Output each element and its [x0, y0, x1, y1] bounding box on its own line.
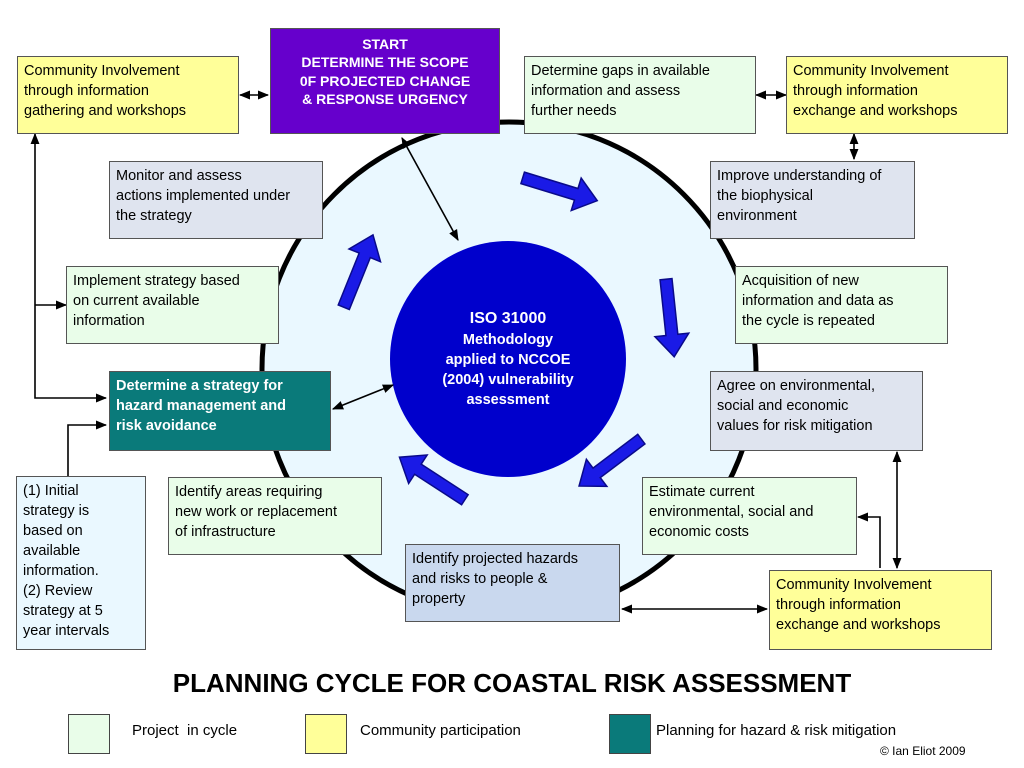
box-line: Acquisition of new [742, 273, 859, 289]
box-line: exchange and workshops [776, 617, 941, 633]
determine-strategy-box: Determine a strategy for hazard manageme… [109, 371, 331, 451]
connector-left-loop [30, 132, 108, 403]
legend-swatch-project [68, 714, 110, 754]
center-circle: ISO 31000 Methodology applied to NCCOE (… [390, 241, 626, 477]
box-line: Identify projected hazards [412, 551, 579, 567]
box-line: Agree on environmental, [717, 378, 875, 394]
initial-strategy-box: (1) Initial strategy is based on availab… [16, 476, 146, 650]
box-line: the biophysical [717, 188, 813, 204]
box-line: (2) Review [23, 583, 93, 599]
legend-swatch-community [305, 714, 347, 754]
start-box-line: & RESPONSE URGENCY [302, 91, 468, 108]
box-line: new work or replacement [175, 504, 337, 520]
connector-community-estimate [856, 512, 881, 568]
start-box-line: 0F PROJECTED CHANGE [299, 72, 471, 89]
box-line: through information [776, 597, 901, 613]
improve-understanding-box: Improve understanding of the biophysical… [710, 161, 915, 239]
cycle-arrow-2 [653, 277, 691, 359]
start-box-line: DETERMINE THE SCOPE [301, 54, 469, 71]
box-line: values for risk mitigation [717, 418, 873, 434]
box-line: actions implemented under [116, 188, 291, 204]
box-line: Community Involvement [776, 577, 932, 593]
center-line: applied to NCCOE [445, 352, 571, 369]
center-title: ISO 31000 [469, 309, 547, 327]
connector-lines [30, 90, 902, 614]
box-line: information. [23, 563, 99, 579]
box-line: social and economic [717, 398, 849, 414]
connector-initial-strategy [67, 420, 108, 476]
box-line: Determine a strategy for [116, 378, 283, 394]
box-line: economic costs [649, 524, 749, 540]
box-line: environmental, social and [649, 504, 814, 520]
box-line: Community Involvement [793, 63, 949, 79]
center-circle-shape [390, 241, 626, 477]
community-gathering-box: Community Involvement through informatio… [17, 56, 239, 134]
monitor-assess-box: Monitor and assess actions implemented u… [109, 161, 323, 239]
start-box-line: START [362, 36, 408, 52]
box-line: Determine gaps in available [531, 63, 710, 79]
cycle-arrow-3 [578, 433, 647, 488]
box-line: of infrastructure [175, 524, 276, 540]
box-line: based on [23, 523, 83, 539]
box-line: environment [717, 208, 797, 224]
box-line: risk avoidance [116, 418, 217, 434]
box-line: available [23, 543, 81, 559]
box-line: Identify areas requiring [175, 484, 323, 500]
center-line: (2004) vulnerability [442, 372, 574, 389]
box-line: information and data as [742, 293, 894, 309]
legend-label-community: Community participation [360, 722, 521, 739]
connector-center-strategy [331, 384, 395, 410]
cycle-arrows [337, 171, 691, 506]
box-line: Community Involvement [24, 63, 180, 79]
box-line: information [73, 313, 145, 329]
box-line: property [412, 591, 466, 607]
box-line: Estimate current [649, 484, 755, 500]
box-line: the strategy [116, 208, 192, 224]
box-line: through information [793, 83, 918, 99]
start-box: START DETERMINE THE SCOPE 0F PROJECTED C… [270, 28, 500, 134]
implement-strategy-box: Implement strategy based on current avai… [66, 266, 279, 344]
box-line: further needs [531, 103, 617, 119]
acquisition-box: Acquisition of new information and data … [735, 266, 948, 344]
box-line: exchange and workshops [793, 103, 958, 119]
legend-label-project: Project in cycle [132, 722, 238, 739]
box-line: gathering and workshops [24, 103, 187, 119]
copyright-notice: © Ian Eliot 2009 [880, 744, 966, 758]
box-line: Improve understanding of [717, 168, 882, 184]
box-line: and risks to people & [412, 571, 548, 587]
cycle-arrow-5 [337, 233, 382, 311]
box-line: Monitor and assess [116, 168, 242, 184]
box-line: hazard management and [116, 398, 287, 414]
center-line: Methodology [462, 332, 554, 349]
cycle-arrow-1 [519, 171, 599, 212]
center-line: assessment [466, 392, 550, 409]
community-exchange-bottom-box: Community Involvement through informatio… [769, 570, 992, 650]
box-line: through information [24, 83, 149, 99]
connector-start-center [401, 137, 459, 241]
box-line: the cycle is repeated [742, 313, 875, 329]
box-line: information and assess [531, 83, 681, 99]
legend-label-planning: Planning for hazard & risk mitigation [656, 722, 897, 739]
box-line: strategy is [23, 503, 90, 519]
box-line: on current available [73, 293, 200, 309]
diagram-title: PLANNING CYCLE FOR COASTAL RISK ASSESSME… [172, 668, 852, 698]
box-line: strategy at 5 [23, 603, 103, 619]
box-line: (1) Initial [23, 483, 79, 499]
box-line: year intervals [23, 623, 110, 639]
box-line: Implement strategy based [73, 273, 240, 289]
identify-areas-box: Identify areas requiring new work or rep… [168, 477, 382, 555]
estimate-costs-box: Estimate current environmental, social a… [642, 477, 857, 555]
identify-hazards-box: Identify projected hazards and risks to … [405, 544, 620, 622]
agree-values-box: Agree on environmental, social and econo… [710, 371, 923, 451]
community-exchange-top-box: Community Involvement through informatio… [786, 56, 1008, 134]
determine-gaps-box: Determine gaps in available information … [524, 56, 756, 134]
legend-swatch-planning [609, 714, 651, 754]
cycle-arrow-4 [398, 454, 470, 506]
